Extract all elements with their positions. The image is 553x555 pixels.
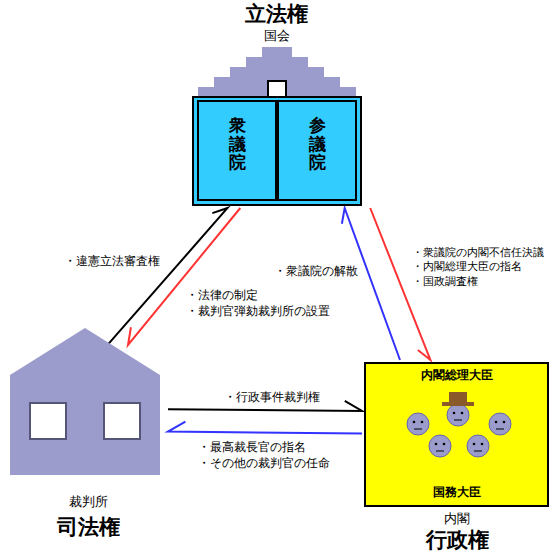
court-window: [30, 403, 66, 439]
cabinet-box: 内閣総理大臣国務大臣内閣行政権: [362, 360, 552, 555]
chamber-panel: 参議院: [277, 100, 357, 201]
court-house: [10, 328, 160, 475]
edge-label: ・最高裁長官の指名 ・その他の裁判官の任命: [196, 440, 332, 471]
minister-face: [407, 413, 429, 435]
institution-name: 国会: [264, 29, 290, 44]
chamber-name: 参議院: [309, 116, 326, 172]
edge-label: ・違憲立法審査権: [62, 254, 162, 270]
power-heading: 立法権: [245, 2, 308, 26]
member-title: 内閣総理大臣: [421, 369, 493, 383]
power-connector: [128, 208, 240, 345]
diet-door: [268, 81, 286, 97]
diet-body: [193, 97, 361, 205]
minister-face: [467, 435, 489, 457]
chamber-panel: 衆議院: [197, 100, 277, 201]
diet-roof: [198, 47, 356, 97]
court-window: [104, 403, 140, 439]
minister-face: [447, 404, 469, 426]
chamber-name: 衆議院: [229, 116, 246, 172]
power-connector: [168, 422, 362, 434]
member-title: 国務大臣: [433, 486, 481, 500]
minister-face: [429, 435, 451, 457]
edge-label: ・衆議院の内閣不信任決議 ・内閣総理大臣の指名 ・国政調査権: [410, 246, 546, 289]
power-heading: 司法権: [57, 515, 120, 539]
court-building: 裁判所司法権: [8, 325, 168, 547]
hat-brim: [442, 402, 474, 406]
institution-name: 裁判所: [69, 495, 108, 510]
diet-building: 衆議院 参議院 立法権国会: [170, 0, 383, 208]
court-outline: [8, 325, 168, 547]
power-connector: [342, 208, 400, 360]
power-heading: 行政権: [426, 528, 489, 552]
cabinet-room: [365, 363, 548, 506]
power-connector: [106, 208, 228, 347]
minister-face: [489, 413, 511, 435]
institution-name: 内閣: [444, 512, 470, 527]
edge-label: ・法律の制定 ・裁判官弾劾裁判所の設置: [184, 288, 332, 319]
edge-label: ・行政事件裁判権: [222, 390, 322, 406]
edge-label: ・衆議院の解散: [272, 264, 360, 280]
